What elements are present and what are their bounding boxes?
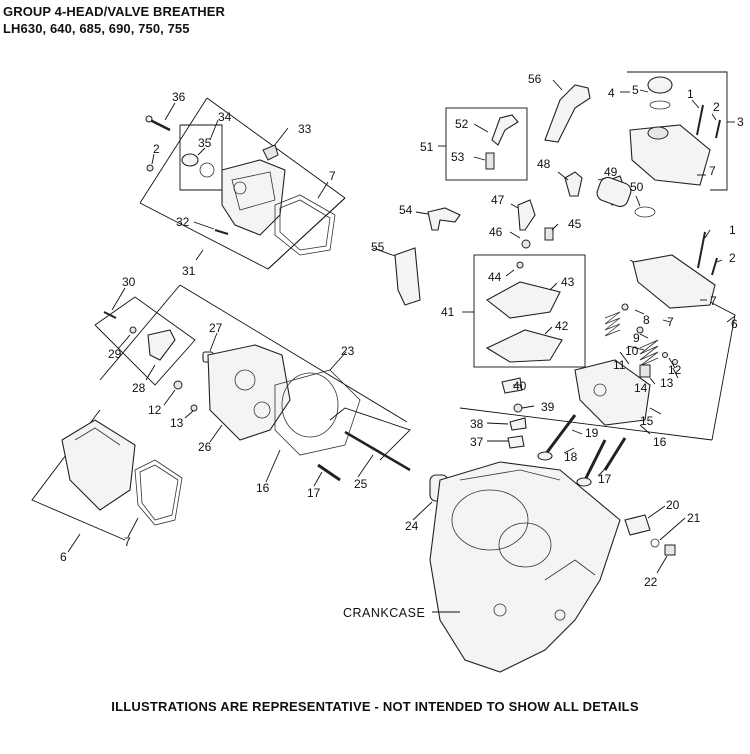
callout-30: 30 (122, 275, 136, 289)
callout-37: 37 (470, 435, 484, 449)
crankcase-block (429, 461, 621, 673)
callout-40: 40 (513, 379, 527, 393)
callout-39: 39 (541, 400, 555, 414)
callout-12-right: 12 (668, 363, 682, 377)
callout-20: 20 (666, 498, 680, 512)
disclaimer-footer: ILLUSTRATIONS ARE REPRESENTATIVE - NOT I… (111, 699, 639, 714)
callout-23: 23 (341, 344, 355, 358)
callout-16-left: 16 (256, 481, 270, 495)
callout-42: 42 (555, 319, 569, 333)
callout-4: 4 (608, 86, 615, 100)
callout-31: 31 (182, 264, 196, 278)
callout-17-left: 17 (307, 486, 321, 500)
breather-cover-group (620, 71, 735, 191)
callout-26: 26 (198, 440, 212, 454)
callout-2-right: 2 (729, 251, 736, 265)
callout-19: 19 (585, 426, 599, 440)
breather-reed-group (462, 254, 586, 368)
callout-41: 41 (441, 305, 455, 319)
callout-11: 11 (613, 358, 626, 372)
callout-16-right: 16 (653, 435, 667, 449)
callout-2-top: 2 (713, 100, 720, 114)
callout-32: 32 (176, 215, 190, 229)
valves-and-fasteners-group (486, 377, 686, 574)
callout-46: 46 (489, 225, 503, 239)
hose-and-bracket-group (372, 171, 656, 306)
callout-24: 24 (405, 519, 419, 533)
callout-6-right: 6 (731, 317, 738, 331)
callout-15: 15 (640, 414, 654, 428)
callout-27: 27 (209, 321, 223, 335)
callout-7-right: 7 (710, 294, 717, 308)
callout-7-mid: 7 (667, 315, 674, 329)
callout-49: 49 (604, 165, 618, 179)
callout-36: 36 (172, 90, 186, 104)
cylinder-head-assembly-group (139, 97, 346, 270)
callout-51: 51 (420, 140, 434, 154)
callout-29: 29 (108, 347, 122, 361)
callout-52: 52 (455, 117, 469, 131)
callout-5: 5 (632, 83, 639, 97)
callout-labels: 36 34 35 33 2 7 32 31 30 29 27 23 28 12 … (60, 72, 744, 620)
callout-38: 38 (470, 417, 484, 431)
callout-35: 35 (198, 136, 212, 150)
model-list: LH630, 640, 685, 690, 750, 755 (3, 21, 190, 36)
callout-12-left: 12 (148, 403, 162, 417)
callout-43: 43 (561, 275, 575, 289)
callout-13-left: 13 (170, 416, 184, 430)
callout-53: 53 (451, 150, 465, 164)
callout-18: 18 (564, 450, 578, 464)
valve-cover-group (31, 409, 183, 553)
breather-tube-group (438, 79, 591, 181)
callout-6-left: 6 (60, 550, 67, 564)
callout-48: 48 (537, 157, 551, 171)
callout-2-upper-left: 2 (153, 142, 160, 156)
callout-22: 22 (644, 575, 658, 589)
callout-9: 9 (633, 331, 640, 345)
callout-56: 56 (528, 72, 542, 86)
callout-34: 34 (218, 110, 232, 124)
valve-train-group (459, 229, 736, 441)
callout-44: 44 (488, 270, 502, 284)
callout-17-right: 17 (598, 472, 612, 486)
callout-47: 47 (491, 193, 505, 207)
callout-33: 33 (298, 122, 312, 136)
callout-50: 50 (630, 180, 644, 194)
callout-7-top: 7 (709, 164, 716, 178)
callout-10: 10 (625, 344, 639, 358)
callout-55: 55 (371, 240, 385, 254)
callout-54: 54 (399, 203, 413, 217)
callout-28: 28 (132, 381, 146, 395)
callout-7-upper-left: 7 (329, 169, 336, 183)
callout-25: 25 (354, 477, 368, 491)
callout-1-right: 1 (729, 223, 736, 237)
callout-14: 14 (634, 381, 648, 395)
diagram-title: GROUP 4-HEAD/VALVE BREATHER (3, 4, 226, 19)
callout-8: 8 (643, 313, 650, 327)
callout-21: 21 (687, 511, 701, 525)
callout-1-top: 1 (687, 87, 694, 101)
head-and-rocker-group (94, 284, 449, 521)
callout-13-right: 13 (660, 376, 674, 390)
callout-7-left: 7 (124, 535, 131, 549)
crankcase-label: CRANKCASE (343, 606, 425, 620)
callout-3: 3 (737, 115, 744, 129)
callout-45: 45 (568, 217, 582, 231)
